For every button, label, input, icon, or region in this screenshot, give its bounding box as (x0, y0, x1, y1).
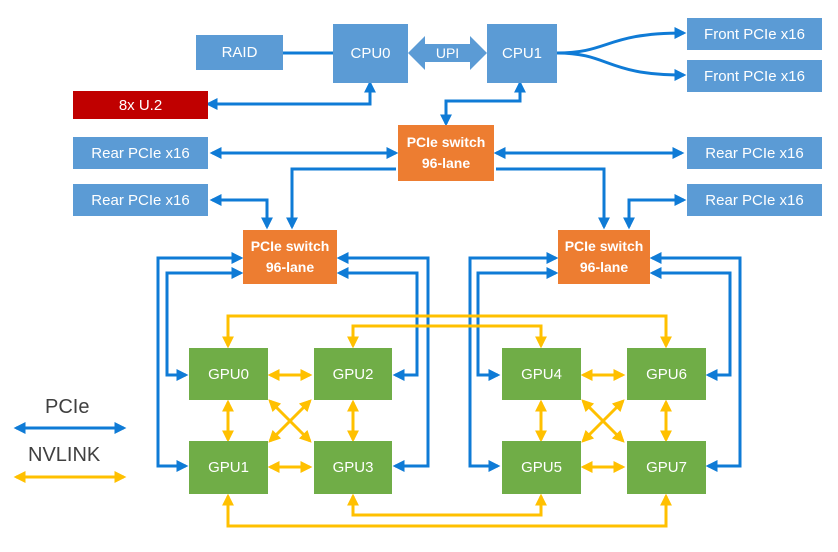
switch-left-line1: PCIe switch (250, 238, 330, 254)
rear-pcie-label-right-1: Rear PCIe x16 (705, 144, 804, 162)
upi-label: UPI (435, 45, 460, 61)
legend-nvlink-label: NVLINK (28, 444, 101, 466)
link-rsw-gpu7 (649, 252, 742, 472)
u2-label: 8x U.2 (118, 96, 163, 114)
gpu5-label: GPU5 (521, 459, 562, 476)
pcie-switch-top: PCIe switch 96-lane (398, 125, 494, 181)
upi-arrow (408, 36, 487, 70)
link-cpu1-front2 (556, 51, 687, 81)
front-pcie-label-2: Front PCIe x16 (704, 67, 805, 85)
u2-storage-box: 8x U.2 (73, 91, 208, 119)
gpu7-box: GPU7 (627, 441, 706, 494)
rear-pcie-box-right-2: Rear PCIe x16 (687, 184, 822, 216)
link-lsw-gpu2 (336, 267, 419, 381)
link-rsw-gpu4 (476, 267, 559, 381)
rear-pcie-label-right-2: Rear PCIe x16 (705, 191, 804, 209)
link-rsw-gpu5 (468, 252, 559, 472)
gpu2-box: GPU2 (314, 348, 392, 400)
cpu0-label: CPU0 (350, 45, 391, 62)
gpu1-label: GPU1 (208, 459, 249, 476)
nv-gpu6-gpu5 (581, 399, 625, 443)
legend-pcie-label: PCIe (45, 396, 90, 418)
nv-gpu2-gpu1 (268, 399, 312, 443)
gpu6-box: GPU6 (627, 348, 706, 400)
cpu1-label: CPU1 (501, 45, 542, 62)
link-lsw-gpu3 (336, 252, 430, 472)
link-switch-right (496, 167, 610, 230)
gpu3-box: GPU3 (314, 441, 392, 494)
link-cpu1-front1 (556, 27, 687, 55)
raid-label: RAID (221, 44, 258, 61)
switch-right-line2: 96-lane (579, 259, 629, 275)
rear-pcie-label-left-2: Rear PCIe x16 (91, 191, 190, 209)
cpu0-box: CPU0 (333, 24, 408, 83)
front-pcie-box-2: Front PCIe x16 (687, 60, 822, 92)
nv-gpu1-gpu7 (222, 493, 672, 528)
switch-top-line1: PCIe switch (406, 134, 486, 150)
gpu4-label: GPU4 (521, 365, 562, 383)
link-cpu0-u2 (205, 80, 376, 110)
link-rear-l2-left (209, 194, 273, 230)
gpu5-box: GPU5 (502, 441, 581, 494)
switch-top-line2: 96-lane (421, 155, 471, 171)
gpu0-label: GPU0 (208, 365, 249, 383)
link-lsw-gpu1 (156, 252, 244, 472)
link-switch-left (286, 167, 396, 230)
nv-gpu3-gpu5 (347, 493, 547, 517)
link-lsw-gpu0 (165, 267, 244, 381)
rear-pcie-label-left-1: Rear PCIe x16 (91, 144, 190, 162)
gpu4-box: GPU4 (502, 348, 581, 400)
link-rear-r2-right (623, 194, 687, 230)
gpu6-label: GPU6 (646, 365, 687, 383)
gpu7-label: GPU7 (646, 459, 687, 476)
switch-right-line1: PCIe switch (564, 238, 644, 254)
link-rsw-gpu6 (649, 267, 732, 381)
switch-left-line2: 96-lane (265, 259, 315, 275)
nv-gpu0-gpu6 (222, 314, 672, 349)
link-cpu1-switch (440, 80, 526, 127)
rear-pcie-box-right-1: Rear PCIe x16 (687, 137, 822, 169)
raid-box: RAID (196, 35, 283, 70)
gpu3-label: GPU3 (332, 459, 374, 476)
nvlink-links (222, 314, 672, 528)
pcie-links (156, 27, 742, 472)
gpu1-box: GPU1 (189, 441, 268, 494)
gpu0-box: GPU0 (189, 348, 268, 400)
pcie-switch-right: PCIe switch 96-lane (558, 230, 650, 284)
pcie-switch-left: PCIe switch 96-lane (243, 230, 337, 284)
front-pcie-box-1: Front PCIe x16 (687, 18, 822, 50)
cpu1-box: CPU1 (487, 24, 557, 83)
rear-pcie-box-left-1: Rear PCIe x16 (73, 137, 208, 169)
front-pcie-label-1: Front PCIe x16 (704, 25, 805, 43)
gpu2-label: GPU2 (332, 365, 374, 383)
rear-pcie-box-left-2: Rear PCIe x16 (73, 184, 208, 216)
nv-gpu2-gpu4 (347, 324, 547, 349)
